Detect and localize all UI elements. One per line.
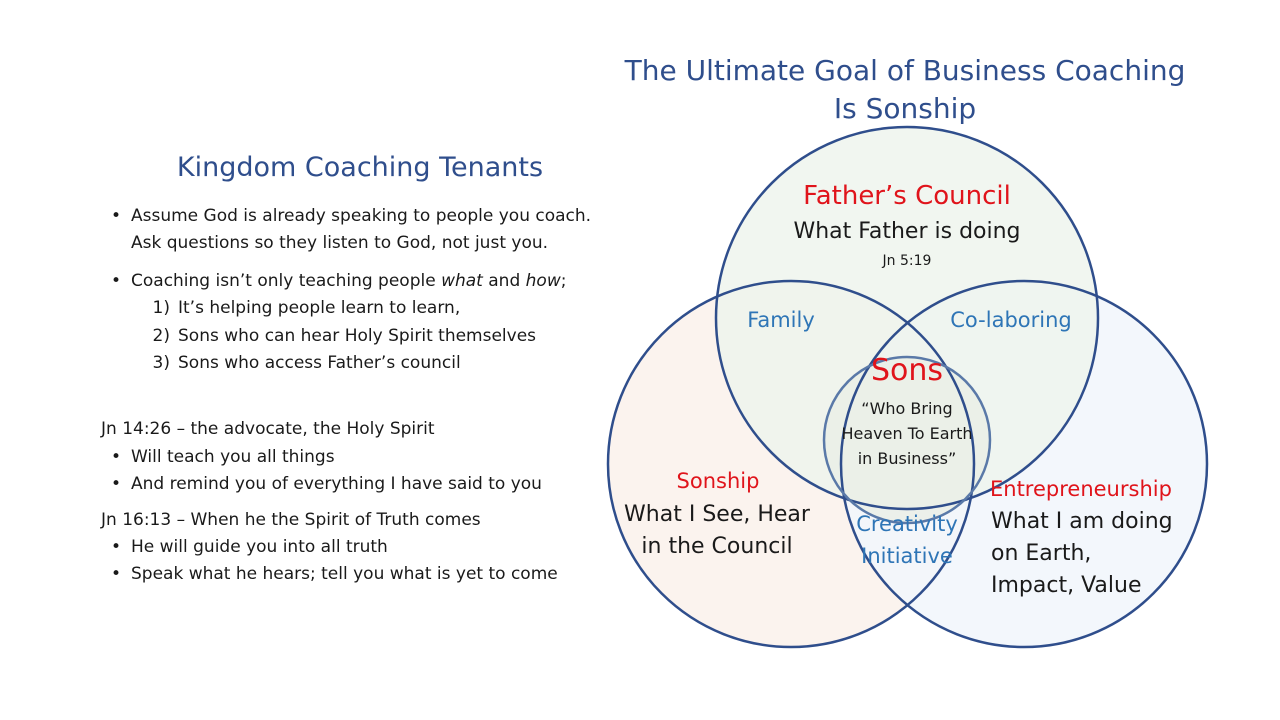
numbered-item-3-number: 3) <box>152 353 170 373</box>
numbered-item-3: 3) Sons who access Father’s council <box>0 350 600 377</box>
center-quote: “Who Bring Heaven To Earth in Business” <box>827 396 987 471</box>
bullet-2-pre: Coaching isn’t only teaching people <box>131 271 442 291</box>
bullet-2-what: what <box>441 271 483 291</box>
numbered-item-1-text: It’s helping people learn to learn, <box>178 298 461 318</box>
center-quote-line-2: Heaven To Earth <box>841 424 973 443</box>
numbered-item-3-text: Sons who access Father’s council <box>178 353 461 373</box>
slide-title: The Ultimate Goal of Business Coaching I… <box>600 52 1210 128</box>
numbered-item-2-text: Sons who can hear Holy Spirit themselves <box>178 326 537 346</box>
right-circle-title: Entrepreneurship <box>990 477 1172 501</box>
title-line-2: Is Sonship <box>833 92 977 125</box>
left-circle-subtitle: What I See, Hear in the Council <box>617 499 817 563</box>
colaboring-label: Co-laboring <box>950 308 1072 332</box>
left-circle-title: Sonship <box>676 469 760 493</box>
left-circle-subtitle-line-1: What I See, Hear <box>624 502 810 527</box>
numbered-item-2-number: 2) <box>152 326 170 346</box>
scripture-ref-2-bullet-1: He will guide you into all truth <box>111 534 388 561</box>
bullet-2-how: how <box>525 271 561 291</box>
center-quote-line-3: in Business” <box>857 449 957 468</box>
bullet-2-mid: and <box>482 271 526 291</box>
bullet-2-post: ; <box>560 271 567 291</box>
venn-top-circle-fill <box>716 127 1098 509</box>
title-line-1: The Ultimate Goal of Business Coaching <box>624 54 1186 87</box>
initiative-label: Initiative <box>861 544 953 568</box>
left-circle-subtitle-line-2: in the Council <box>641 534 793 559</box>
scripture-ref-1-bullet-2: And remind you of everything I have said… <box>111 471 542 498</box>
creativity-initiative-label: Creativity Initiative <box>840 508 974 572</box>
scripture-ref-2-bullet-2: Speak what he hears; tell you what is ye… <box>111 561 558 588</box>
scripture-ref-1: Jn 14:26 – the advocate, the Holy Spirit <box>101 419 435 439</box>
right-circle-subtitle: What I am doing on Earth, Impact, Value <box>991 506 1191 602</box>
tenant-bullet-1-line-2: Ask questions so they listen to God, not… <box>131 233 549 253</box>
numbered-item-1-number: 1) <box>152 298 170 318</box>
venn-left-circle <box>606 279 976 649</box>
right-circle-subtitle-line-2: on Earth, <box>991 541 1092 566</box>
center-title: Sons <box>870 353 944 388</box>
tenant-bullet-2: Coaching isn’t only teaching people what… <box>111 268 567 295</box>
center-quote-line-1: “Who Bring <box>861 399 953 418</box>
right-circle-subtitle-line-1: What I am doing <box>991 509 1173 534</box>
venn-right-circle <box>839 279 1209 649</box>
top-circle-reference: Jn 5:19 <box>882 253 932 269</box>
top-circle-title: Father’s Council <box>803 181 1011 211</box>
scripture-ref-2: Jn 16:13 – When he the Spirit of Truth c… <box>101 510 481 530</box>
numbered-item-1: 1) It’s helping people learn to learn, <box>0 295 600 322</box>
venn-center-circle-fill <box>824 357 990 523</box>
left-heading: Kingdom Coaching Tenants <box>176 152 544 183</box>
venn-top-circle <box>714 125 1100 511</box>
creativity-label: Creativity <box>856 512 958 536</box>
family-label: Family <box>747 308 815 332</box>
right-circle-subtitle-line-3: Impact, Value <box>991 573 1142 598</box>
venn-center-circle <box>822 355 992 525</box>
scripture-ref-1-bullet-1: Will teach you all things <box>111 444 335 471</box>
tenant-bullet-1-line-1: Assume God is already speaking to people… <box>111 203 591 230</box>
top-circle-subtitle: What Father is doing <box>793 219 1021 244</box>
numbered-item-2: 2) Sons who can hear Holy Spirit themsel… <box>0 323 600 350</box>
